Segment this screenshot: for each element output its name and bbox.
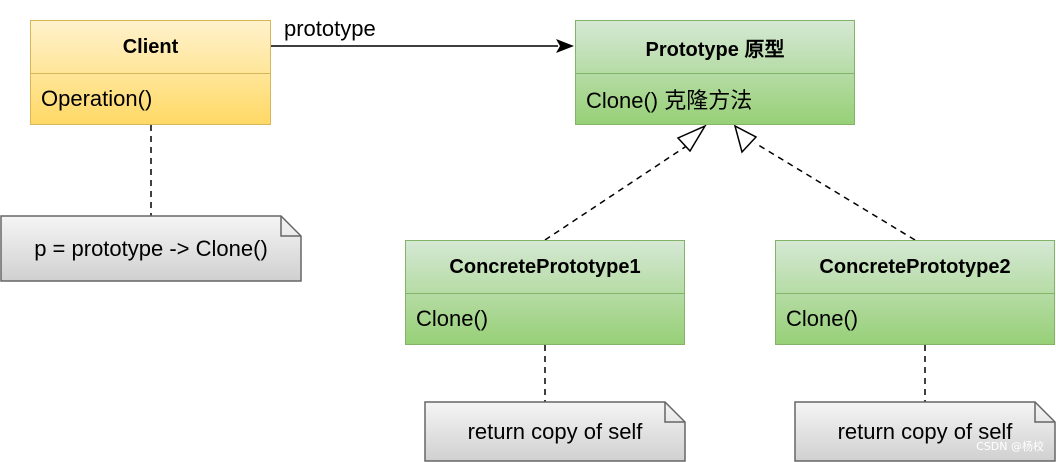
realization-line-1 xyxy=(544,144,689,241)
concrete-prototype1-class-name: ConcretePrototype1 xyxy=(449,255,641,278)
concrete-prototype1-class[interactable]: ConcretePrototype1 Clone() xyxy=(405,240,685,345)
association-label: prototype xyxy=(284,16,376,41)
client-method-operation: Operation() xyxy=(31,73,270,124)
prototype-class[interactable]: Prototype 原型 Clone() 克隆方法 xyxy=(575,20,855,125)
realization-arrowhead-1 xyxy=(676,124,707,153)
client-note: p = prototype -> Clone() xyxy=(34,235,268,261)
prototype-class-name: Prototype 原型 xyxy=(645,38,785,61)
client-class[interactable]: Client Operation() xyxy=(30,20,271,125)
concrete2-note-fold xyxy=(1034,402,1055,423)
concrete-prototype2-note: return copy of self xyxy=(837,418,1013,444)
concrete1-note-fold xyxy=(664,402,685,423)
concrete2-note-shape xyxy=(794,401,1056,462)
concrete-prototype1-method-clone: Clone() xyxy=(406,293,684,344)
concrete-prototype2-method-clone: Clone() xyxy=(776,293,1054,344)
concrete1-note-shape xyxy=(424,401,686,462)
realization-line-2 xyxy=(754,142,916,241)
association-arrowhead xyxy=(556,39,574,53)
realization-arrowhead-2 xyxy=(733,124,758,154)
concrete-prototype1-note: return copy of self xyxy=(467,418,643,444)
prototype-method-clone: Clone() 克隆方法 xyxy=(576,73,854,124)
client-class-name: Client xyxy=(122,35,179,58)
client-note-shape xyxy=(0,215,302,282)
concrete-prototype2-class[interactable]: ConcretePrototype2 Clone() xyxy=(775,240,1055,345)
client-note-fold xyxy=(280,216,301,237)
watermark: CSDN @杨校 xyxy=(976,440,1044,453)
concrete-prototype2-class-name: ConcretePrototype2 xyxy=(819,255,1011,278)
